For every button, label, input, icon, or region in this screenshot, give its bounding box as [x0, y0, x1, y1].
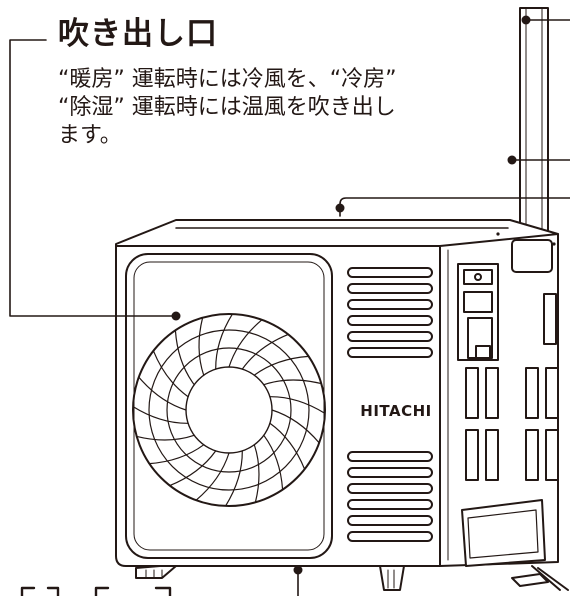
side-slot	[543, 293, 557, 345]
fan-spoke	[241, 333, 289, 370]
side-slot	[485, 367, 499, 419]
louver	[347, 483, 433, 494]
outlet-title: 吹き出し口	[58, 16, 218, 52]
louver	[347, 299, 433, 310]
fan-spoke	[195, 452, 230, 501]
brand-logo: HITACHI	[360, 402, 431, 420]
fan-grille-icon	[132, 313, 326, 507]
fan-spoke	[169, 450, 217, 487]
louver	[347, 515, 433, 526]
fan-spoke	[215, 313, 233, 370]
louver	[347, 331, 433, 342]
fan-spoke	[269, 422, 306, 470]
side-slot	[545, 367, 559, 419]
fan-enclosure	[125, 253, 333, 559]
side-slot	[525, 367, 539, 419]
fan-spoke	[263, 379, 322, 386]
fan-spoke	[228, 319, 263, 368]
refrigerant-pipe	[519, 7, 549, 239]
service-panel	[457, 239, 553, 361]
vent-louvers-upper	[347, 267, 433, 358]
louver	[347, 531, 433, 542]
fan-spoke	[198, 317, 205, 376]
cropped-bracket-marks	[20, 586, 172, 596]
outlet-leader	[9, 39, 177, 317]
side-slot	[525, 429, 539, 481]
fan-spoke	[253, 355, 310, 376]
outlet-description: “暖房” 運転時には冷風を、“冷房” “除湿” 運転時には温風を吹き出し ます。	[58, 66, 498, 150]
fan-spoke	[271, 409, 320, 444]
outlet-description-line: ます。	[58, 123, 122, 148]
outlet-description-line: “除湿” 運転時には温風を吹き出し	[58, 95, 396, 120]
fan-spoke	[269, 396, 326, 414]
fan-spoke	[152, 350, 189, 398]
fan-spoke	[263, 434, 284, 491]
louver	[347, 499, 433, 510]
fan-spoke	[136, 434, 195, 441]
bottom-fitting	[461, 499, 569, 591]
louver	[347, 467, 433, 478]
louver	[347, 267, 433, 278]
louver	[347, 347, 433, 358]
side-slot	[485, 429, 499, 481]
side-slot	[465, 429, 479, 481]
fan-spoke	[174, 329, 195, 386]
louver	[347, 315, 433, 326]
side-slot	[465, 367, 479, 419]
fan-spoke	[148, 444, 205, 465]
fan-spoke	[132, 406, 189, 424]
louver	[347, 283, 433, 294]
side-slot	[545, 429, 559, 481]
louver	[347, 451, 433, 462]
outlet-description-line: “暖房” 運転時には冷風を、“冷房”	[58, 67, 397, 92]
fan-spoke	[138, 376, 187, 411]
fan-spoke	[225, 450, 243, 507]
unit-feet	[135, 565, 549, 591]
fan-spoke	[253, 444, 260, 503]
side-grille-slots	[465, 293, 559, 481]
vent-louvers-lower	[347, 451, 433, 542]
